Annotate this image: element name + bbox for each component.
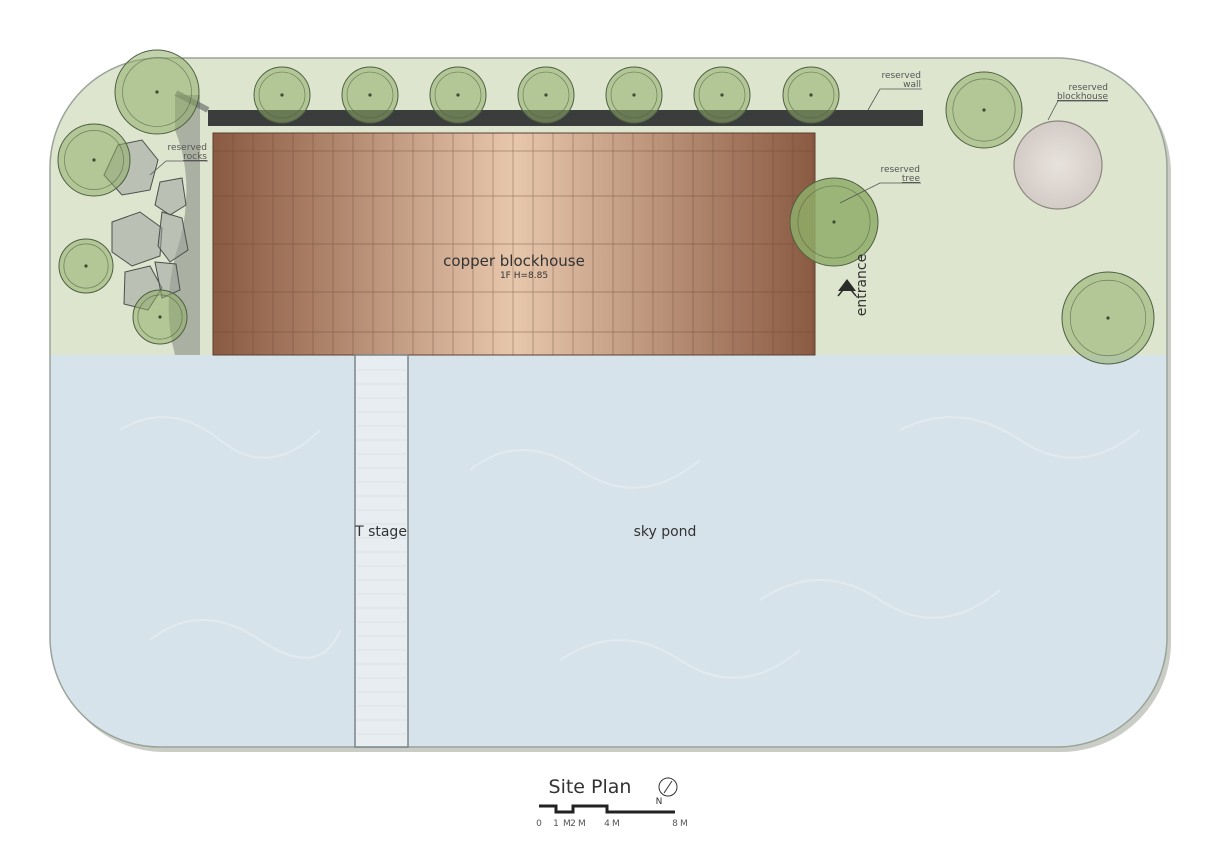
reserved-tree-label-1: reserved xyxy=(880,165,920,175)
scale-bar xyxy=(539,804,675,814)
water-ripples xyxy=(119,416,1141,679)
building-height: 1F H=8.85 xyxy=(500,271,548,281)
drawing-title: Site Plan xyxy=(549,776,632,798)
sky-pond-area xyxy=(50,355,1167,747)
t-stage-label: T stage xyxy=(354,524,407,540)
tree xyxy=(517,66,575,124)
scale-unit-2: M xyxy=(578,819,586,829)
scale-tick-2: 2 xyxy=(570,819,576,829)
rock xyxy=(111,211,163,267)
scale-tick-4: 4 xyxy=(604,819,610,829)
roof-grid xyxy=(213,133,815,355)
tree xyxy=(1061,271,1155,365)
reserved-blockhouse xyxy=(1013,120,1103,210)
north-label: N xyxy=(656,797,663,807)
tree xyxy=(58,238,114,294)
scale-tick-8: 8 xyxy=(672,819,678,829)
trees xyxy=(57,49,1155,365)
site-boundary xyxy=(49,57,1168,748)
tree xyxy=(57,123,131,197)
tree xyxy=(605,66,663,124)
rock xyxy=(157,211,189,263)
t-stage xyxy=(354,354,409,748)
tree xyxy=(429,66,487,124)
tree xyxy=(341,66,399,124)
tree xyxy=(693,66,751,124)
scale-tick-0: 0 xyxy=(536,819,542,829)
reserved-tree-label-2: tree xyxy=(902,174,921,184)
leader-lines xyxy=(149,88,1108,204)
scale-tick-1: 1 xyxy=(553,819,559,829)
scale-unit-4: M xyxy=(612,819,620,829)
sky-pond-label: sky pond xyxy=(634,524,697,540)
north-arrow-icon xyxy=(658,777,678,797)
rock xyxy=(154,261,181,299)
building-name: copper blockhouse xyxy=(443,252,585,270)
tree xyxy=(114,49,200,135)
rock xyxy=(154,177,187,216)
tree xyxy=(132,289,188,345)
tree xyxy=(782,66,840,124)
t-stage-planks xyxy=(357,369,406,735)
reserved-wall-label-2: wall xyxy=(903,80,921,90)
entrance-chevron-icon xyxy=(837,283,857,297)
tree xyxy=(945,71,1023,149)
reserved-rocks-label-2: rocks xyxy=(183,152,207,162)
reserved-tree xyxy=(789,177,879,267)
reserved-blockhouse-label-2: blockhouse xyxy=(1057,92,1108,102)
reserved-blockhouse-label-1: reserved xyxy=(1068,83,1108,93)
reserved-wall-label-1: reserved xyxy=(881,71,921,81)
scale-ticks: 0 1 M 2 M 4 M 8 M xyxy=(536,819,688,829)
tree xyxy=(253,66,311,124)
scale-unit-1: M xyxy=(563,819,571,829)
entrance-label: entrance xyxy=(854,254,870,317)
reserved-rocks-label-1: reserved xyxy=(167,143,207,153)
scale-unit-8: M xyxy=(680,819,688,829)
